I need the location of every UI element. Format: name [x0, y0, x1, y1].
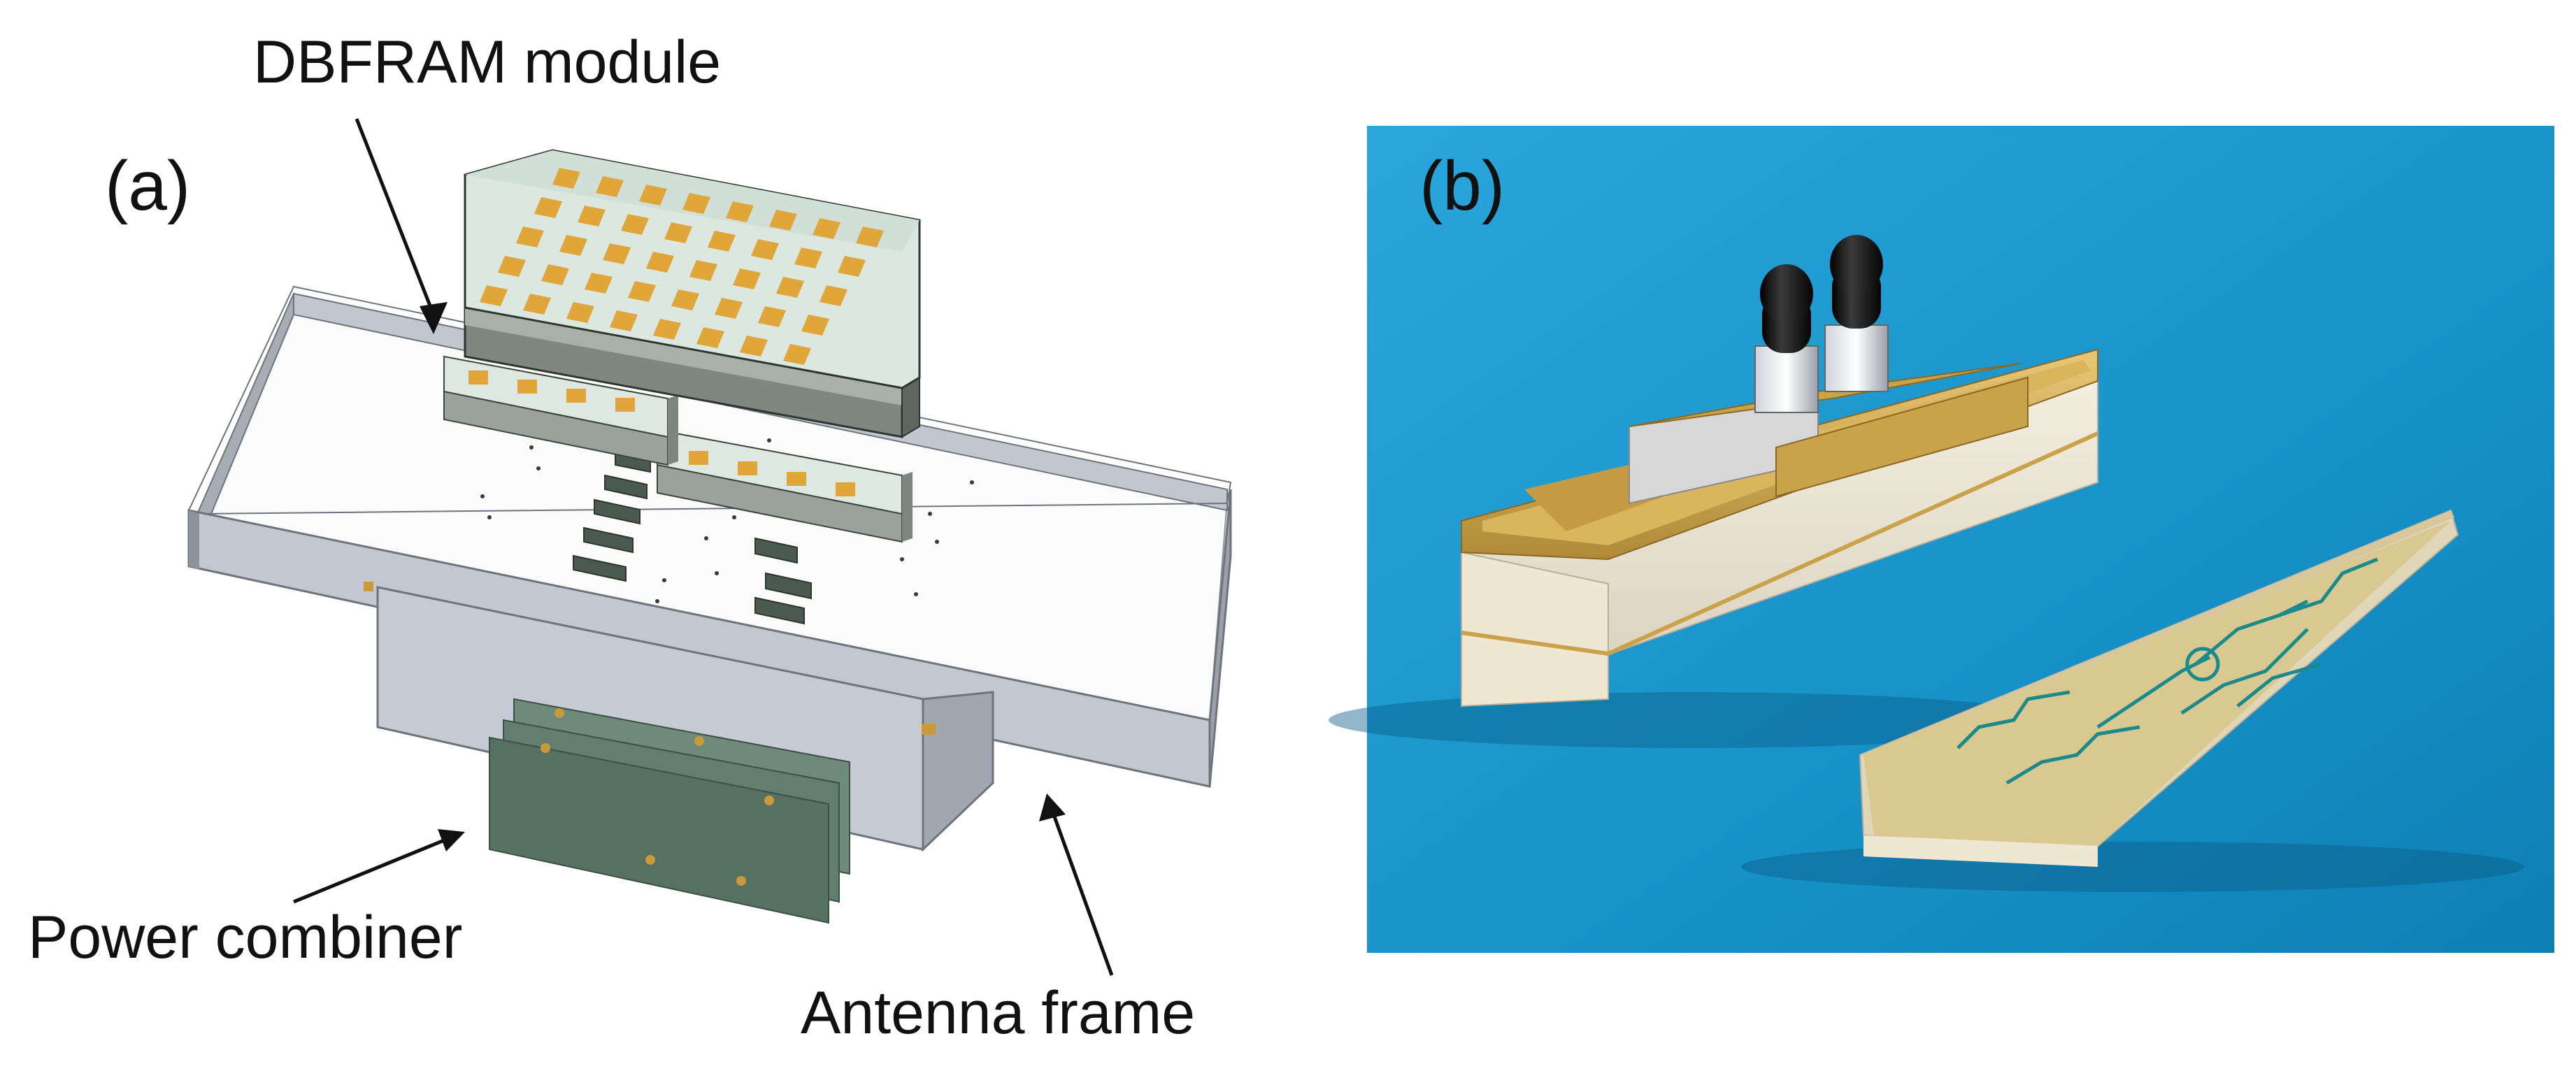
antenna-patch	[751, 239, 779, 260]
antenna-patch	[820, 285, 847, 306]
antenna-patch	[523, 294, 551, 315]
antenna-patch	[708, 231, 736, 252]
antenna-patch	[566, 302, 594, 323]
callout-arrows	[293, 118, 1114, 976]
antenna-patch	[733, 268, 761, 289]
antenna-patch	[838, 256, 866, 277]
antenna-patch	[552, 168, 580, 189]
antenna-patch	[585, 273, 613, 294]
dbfram-module	[464, 149, 921, 438]
antenna-patch	[783, 344, 811, 365]
antenna-patch	[758, 306, 786, 327]
microstrip-traces	[1956, 557, 2378, 785]
antenna-patch	[603, 243, 631, 264]
antenna-patch	[498, 256, 526, 277]
antenna-patch	[541, 264, 569, 285]
antenna-patch	[516, 227, 544, 247]
antenna-patch	[534, 197, 562, 218]
antenna-patch	[610, 310, 638, 331]
antenna-patch	[776, 277, 804, 298]
antenna-patch	[639, 185, 667, 206]
dbfram-patch-array	[480, 168, 884, 365]
panel-a-label: (a)	[105, 147, 190, 225]
antenna-patch	[801, 315, 829, 336]
dbfram-small-module-right	[657, 429, 913, 543]
antenna-patch	[559, 235, 587, 256]
antenna-frame-callout-label: Antenna frame	[801, 979, 1195, 1047]
antenna-patch	[682, 193, 710, 214]
antenna-patch	[664, 222, 692, 243]
antenna-patch	[646, 252, 674, 273]
antenna-patch	[813, 218, 840, 239]
panel-b-label: (b)	[1419, 147, 1505, 225]
antenna-patch	[856, 227, 884, 247]
antenna-patch	[740, 336, 768, 357]
antenna-patch	[769, 210, 797, 231]
panel-a-cad-render: (a) DBFRAM module Power combiner Antenna…	[28, 29, 1232, 1047]
antenna-patch	[480, 285, 508, 306]
power-combiner-callout-label: Power combiner	[28, 904, 462, 971]
antenna-patch	[794, 247, 822, 268]
antenna-patch	[596, 176, 624, 197]
antenna-patch	[671, 289, 699, 310]
antenna-patch	[726, 201, 754, 222]
antenna-patch	[628, 281, 656, 302]
antenna-patch	[689, 260, 717, 281]
antenna-patch	[621, 214, 649, 235]
antenna-patch	[653, 319, 681, 340]
sma-connector-left	[1754, 264, 1819, 413]
dbfram-small-module-left	[443, 355, 678, 466]
photo-module-housing	[1461, 235, 2099, 707]
antenna-patch	[578, 206, 606, 227]
panel-b-photo: (b)	[1329, 126, 2554, 953]
antenna-patch	[715, 298, 743, 319]
sma-connector-right	[1824, 235, 1889, 392]
photo-combiner-board	[1859, 509, 2459, 867]
antenna-patch	[696, 327, 724, 348]
dbfram-callout-label: DBFRAM module	[253, 29, 721, 96]
power-combiner	[489, 698, 850, 924]
